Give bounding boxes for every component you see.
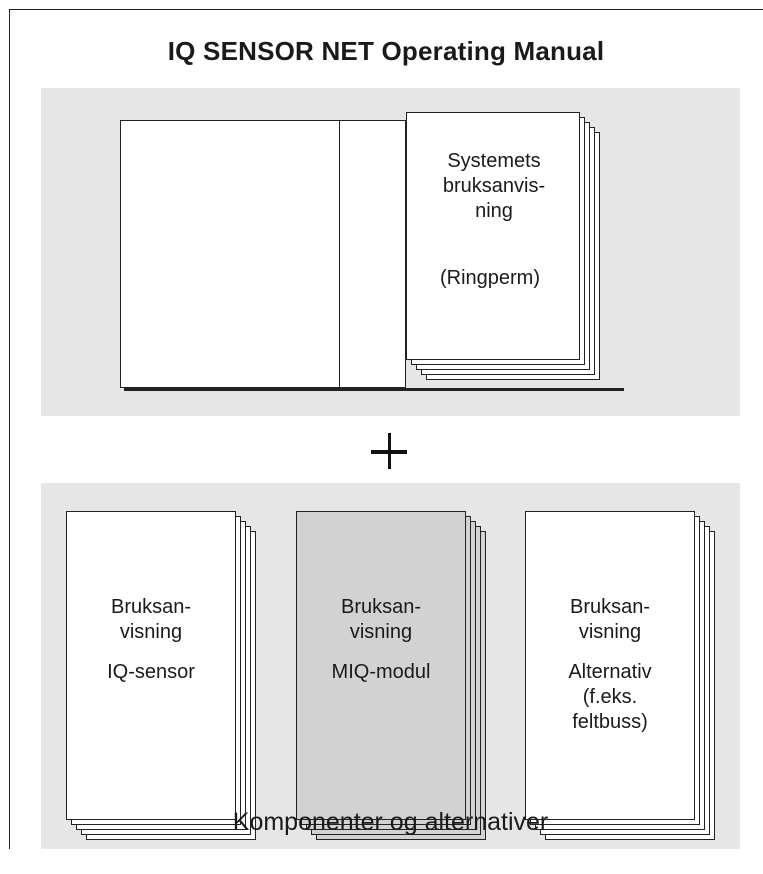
manual-stack-miq-modul: Bruksan- visning MIQ-modul (296, 511, 488, 841)
manual-title-line: visning (349, 621, 413, 643)
manual-subtitle-line: feltbuss) (572, 711, 648, 733)
manual-subtitle-line: MIQ-modul (331, 661, 431, 683)
manual-title: Bruksan- visning (67, 595, 235, 645)
binder-shadow (124, 388, 624, 391)
manual-stack-iq-sensor: Bruksan- visning IQ-sensor (66, 511, 258, 841)
manual-stack-alternativ: Bruksan- visning Alternativ (f.eks. felt… (525, 511, 717, 841)
binder-title-line: ning (475, 200, 513, 222)
manual-front-sheet: Bruksan- visning Alternativ (f.eks. felt… (525, 511, 695, 820)
manual-subtitle: IQ-sensor (67, 660, 235, 685)
binder-manual-title: Systemets bruksanvis- ning (407, 149, 581, 224)
manual-subtitle: Alternativ (f.eks. feltbuss) (526, 660, 694, 735)
manual-title-line: Bruksan- (569, 596, 651, 618)
components-caption: Komponenter og alternativer (232, 808, 549, 836)
manual-title: Bruksan- visning (297, 595, 465, 645)
binder-spine (340, 120, 406, 388)
binder-title-line: Systemets (447, 150, 541, 172)
manual-title-line: Bruksan- (110, 596, 192, 618)
manual-front-sheet: Bruksan- visning IQ-sensor (66, 511, 236, 820)
manual-subtitle: MIQ-modul (297, 660, 465, 685)
manual-title-line: Bruksan- (340, 596, 422, 618)
binder-page-stack: Systemets bruksanvis- ning (Ringperm) (406, 112, 604, 388)
page-title: IQ SENSOR NET Operating Manual (167, 36, 605, 66)
binder-subtitle: (Ringperm) (439, 267, 541, 289)
frame-top-border (9, 9, 763, 10)
manual-subtitle-line: IQ-sensor (107, 661, 195, 683)
manual-subtitle-line: Alternativ (568, 661, 652, 683)
manual-title-line: visning (578, 621, 642, 643)
frame-left-border (9, 9, 10, 849)
manual-title: Bruksan- visning (526, 595, 694, 645)
binder-front-sheet: Systemets bruksanvis- ning (Ringperm) (406, 112, 580, 360)
plus-icon (370, 432, 410, 472)
manual-subtitle-line: (f.eks. (582, 686, 638, 708)
manual-title-line: visning (119, 621, 183, 643)
ring-binder: Systemets bruksanvis- ning (Ringperm) (120, 112, 628, 391)
binder-title-line: bruksanvis- (442, 175, 546, 197)
manual-front-sheet: Bruksan- visning MIQ-modul (296, 511, 466, 820)
binder-cover (120, 120, 340, 388)
